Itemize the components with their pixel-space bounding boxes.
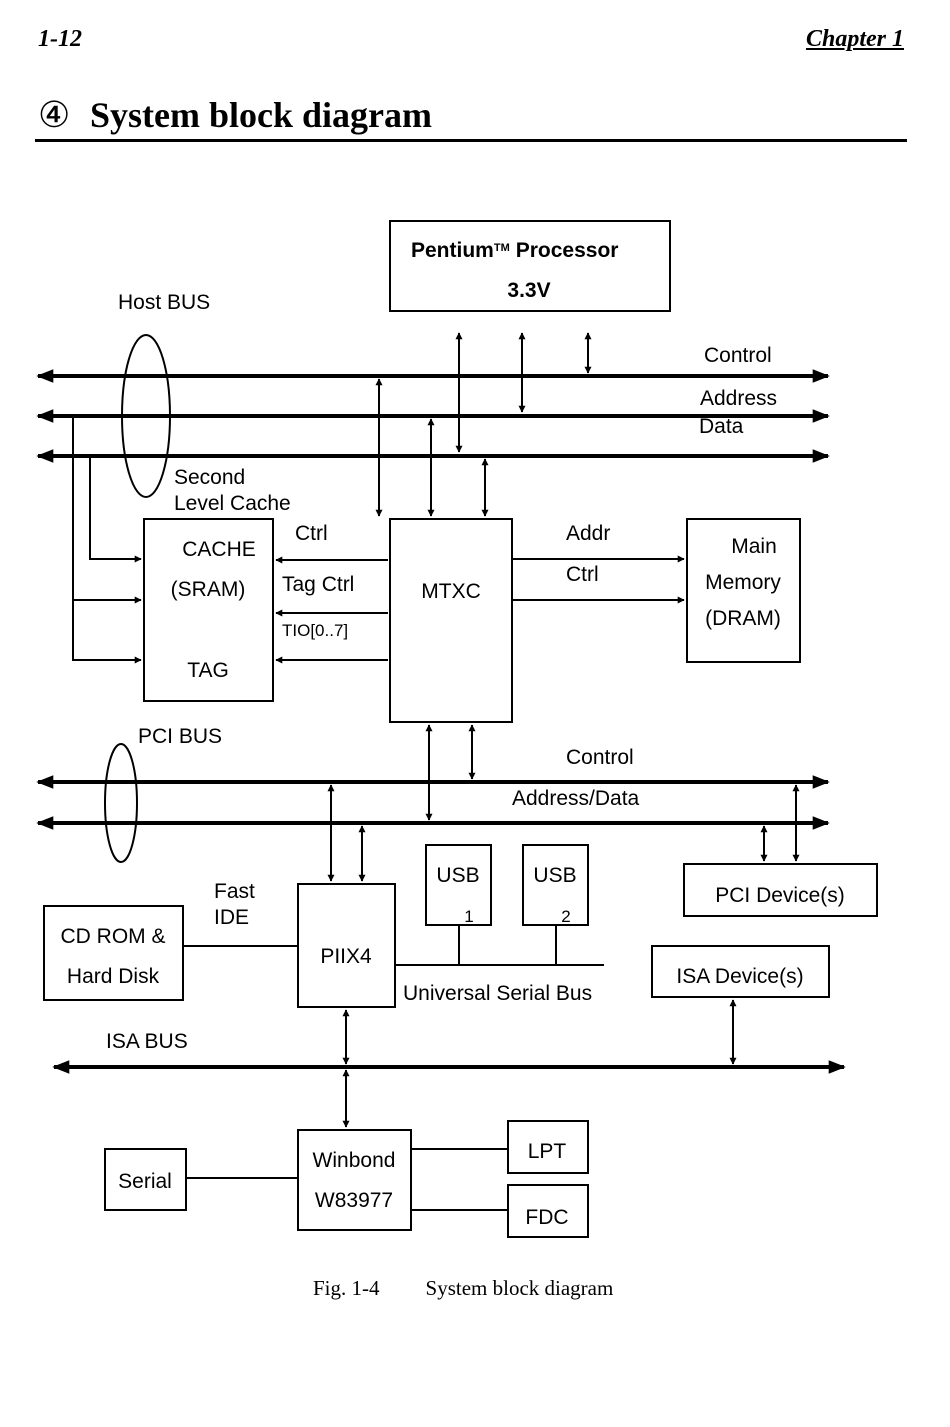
ctrl-label: Ctrl [295,522,328,545]
mtxc-box [389,518,513,723]
piix4-label: PIIX4 [320,945,372,968]
cache-label-line1: Second [174,466,245,489]
host-control-label: Control [704,344,772,367]
section-title-text: System block diagram [90,95,432,135]
pci-device-label: PCI Device(s) [715,884,845,907]
pci-control-label: Control [566,746,634,769]
cdrom-box [43,905,184,1001]
usb-bus-label: Universal Serial Bus [403,982,592,1005]
cache-block-line1: CACHE [182,538,256,561]
tag-ctrl-label: Tag Ctrl [282,573,354,596]
pci-bus-ellipse [104,743,138,863]
cache-link-3 [72,600,142,664]
page-number: 1-12 [38,26,82,52]
usb2-number: 2 [561,907,570,926]
isa-device-label: ISA Device(s) [676,965,803,988]
memory-line1: Main [731,535,777,558]
usb2-label: USB [533,864,576,887]
cache-tag: TAG [187,659,229,682]
memory-line3: (DRAM) [705,607,781,630]
pci-device-box [683,863,878,917]
cache-link-2 [72,416,142,604]
figure-caption: Fig. 1-4 System block diagram [313,1276,613,1301]
section-title: ④ System block diagram [38,94,432,136]
serial-label: Serial [118,1170,172,1193]
fdc-label: FDC [525,1206,568,1229]
cdrom-line1: CD ROM & [61,925,166,948]
pci-bus-label: PCI BUS [138,725,222,748]
pci-address-data-label: Address/Data [512,787,640,810]
usb1-label: USB [436,864,479,887]
isa-bus-label: ISA BUS [106,1030,188,1053]
tio-label: TIO[0..7] [282,621,348,640]
fast-ide-line1: Fast [214,880,255,903]
winbond-line1: Winbond [313,1149,396,1172]
main-memory-box [686,518,801,663]
lpt-label: LPT [528,1140,567,1163]
mem-ctrl-label: Ctrl [566,563,599,586]
winbond-box [297,1129,412,1231]
mtxc-label: MTXC [421,580,481,603]
host-bus-label: Host BUS [118,291,210,314]
fast-ide-line2: IDE [214,906,249,929]
memory-line2: Memory [705,571,781,594]
chapter-heading: Chapter 1 [805,26,904,52]
cache-block-line2: (SRAM) [171,578,246,601]
section-number: ④ [38,95,71,135]
figure-number: Fig. 1-4 [313,1276,380,1300]
serial-box [104,1148,187,1211]
title-rule [35,139,907,142]
winbond-line2: W83977 [315,1189,393,1212]
lpt-box [507,1120,589,1174]
host-address-label: Address [700,387,777,410]
cache-box [143,518,274,702]
host-data-label: Data [699,415,744,438]
processor-voltage: 3.3V [507,279,550,302]
usb1-number: 1 [464,907,473,926]
cache-link-1 [89,456,142,563]
processor-box [389,220,671,312]
cache-label-line2: Level Cache [174,492,291,515]
isa-device-box [651,945,830,998]
figure-caption-text: System block diagram [425,1276,614,1300]
addr-label: Addr [566,522,610,545]
cdrom-line2: Hard Disk [67,965,160,988]
